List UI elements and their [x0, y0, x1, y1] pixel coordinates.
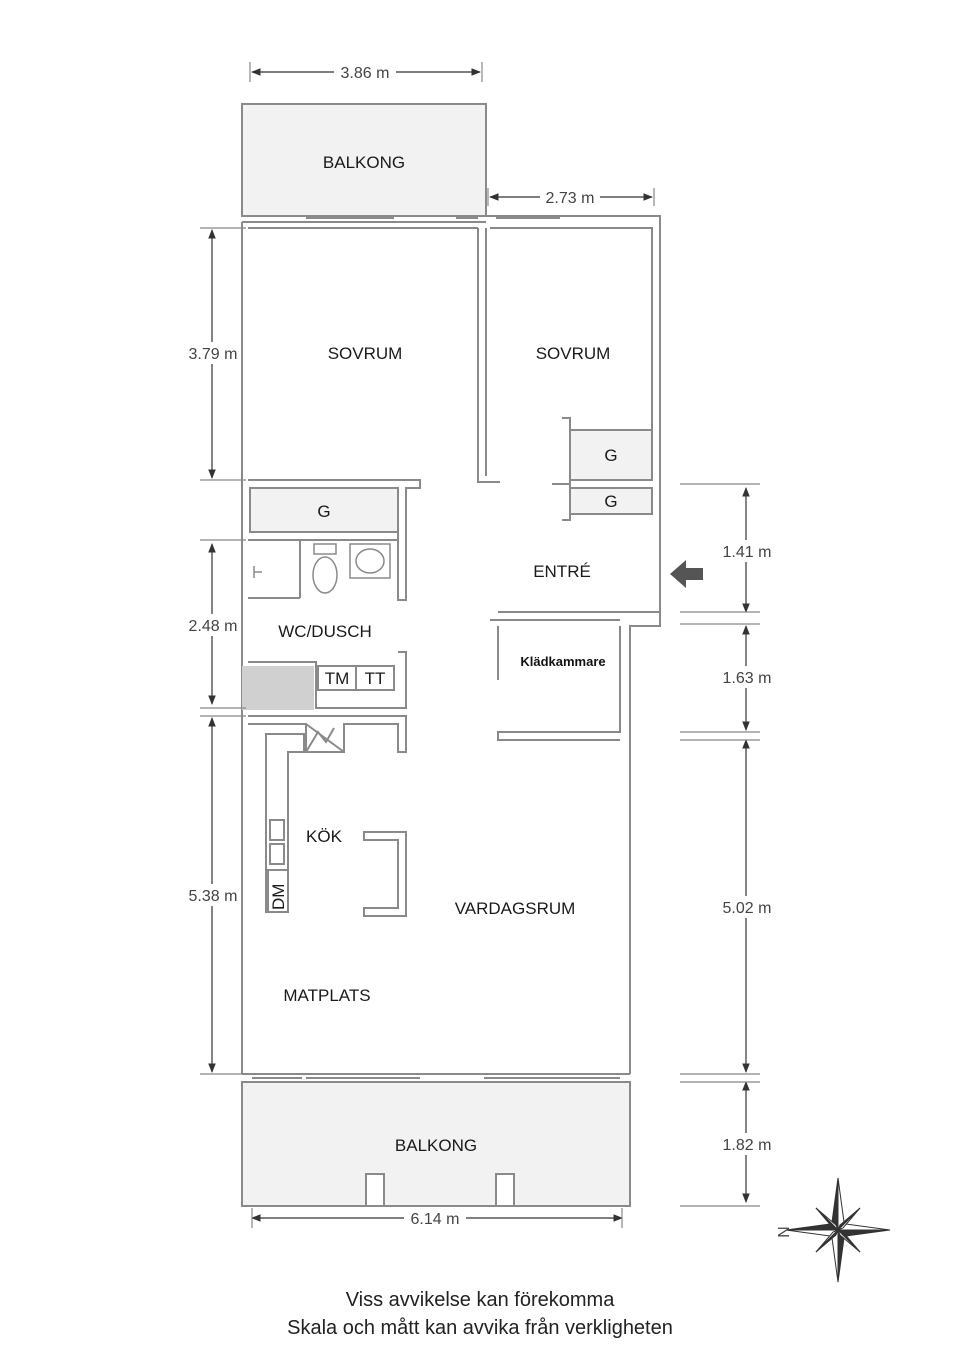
toilet-icon [312, 543, 338, 594]
label-walk-in-closet: Klädkammare [520, 654, 605, 669]
dryer-box [355, 665, 395, 691]
wardrobe-right-upper-outline [569, 429, 653, 481]
disclaimer-line-1: Viss avvikelse kan förekomma [345, 1289, 615, 1311]
label-dishwasher: DM [269, 884, 288, 910]
vent-symbol [305, 723, 345, 753]
compass-rose-icon [785, 1177, 891, 1283]
dim-balcony-bottom-depth: 1.82 m [723, 1137, 772, 1154]
shower-icon [253, 566, 262, 578]
kitchen-island [363, 831, 407, 917]
shaft [242, 666, 314, 710]
dim-balcony-top-width: 3.86 m [341, 65, 390, 82]
dim-total-width: 6.14 m [411, 1211, 460, 1228]
dim-bedroom-left-depth: 3.79 m [189, 346, 238, 363]
balcony-bottom-outline [241, 1081, 631, 1207]
wardrobe-left-outline [249, 487, 399, 533]
label-bathroom: WC/DUSCH [278, 622, 372, 641]
label-dryer: TT [365, 669, 386, 688]
dim-living-depth: 5.02 m [723, 900, 772, 917]
disclaimer-line-2: Skala och mått kan avvika från verklighe… [287, 1317, 673, 1339]
label-entry: ENTRÉ [533, 562, 591, 581]
label-balcony-bottom: BALKONG [395, 1136, 477, 1155]
sink [269, 843, 285, 865]
dim-bathroom-depth: 2.48 m [189, 618, 238, 635]
label-wardrobe-right-upper: G [604, 446, 617, 465]
compass-north-label: N [774, 1226, 791, 1238]
dim-closet-depth: 1.63 m [723, 670, 772, 687]
dishwasher-box [267, 869, 289, 913]
label-wardrobe-right-lower: G [604, 492, 617, 511]
dimension-labels: 3.86 m 2.73 m 3.79 m 2.48 m 5.38 m 1.41 … [186, 62, 776, 1228]
dim-kitchen-depth: 5.38 m [189, 888, 238, 905]
balcony-top-outline [241, 103, 487, 217]
stove [269, 819, 285, 841]
dim-bedroom-right-width: 2.73 m [546, 190, 595, 207]
walls [241, 103, 661, 1207]
entry-arrow-icon [670, 560, 703, 588]
label-balcony-top: BALKONG [323, 153, 405, 172]
label-kitchen: KÖK [306, 827, 343, 846]
outer-wall [241, 215, 661, 1074]
dimension-lines [200, 62, 760, 1228]
basin-icon [349, 543, 391, 579]
dim-entry-depth: 1.41 m [723, 544, 772, 561]
label-dining: MATPLATS [283, 986, 370, 1005]
label-bedroom-right: SOVRUM [536, 344, 611, 363]
label-washer: TM [325, 669, 350, 688]
label-living-room: VARDAGSRUM [455, 899, 576, 918]
label-wardrobe-left: G [317, 502, 330, 521]
label-bedroom-left: SOVRUM [328, 344, 403, 363]
